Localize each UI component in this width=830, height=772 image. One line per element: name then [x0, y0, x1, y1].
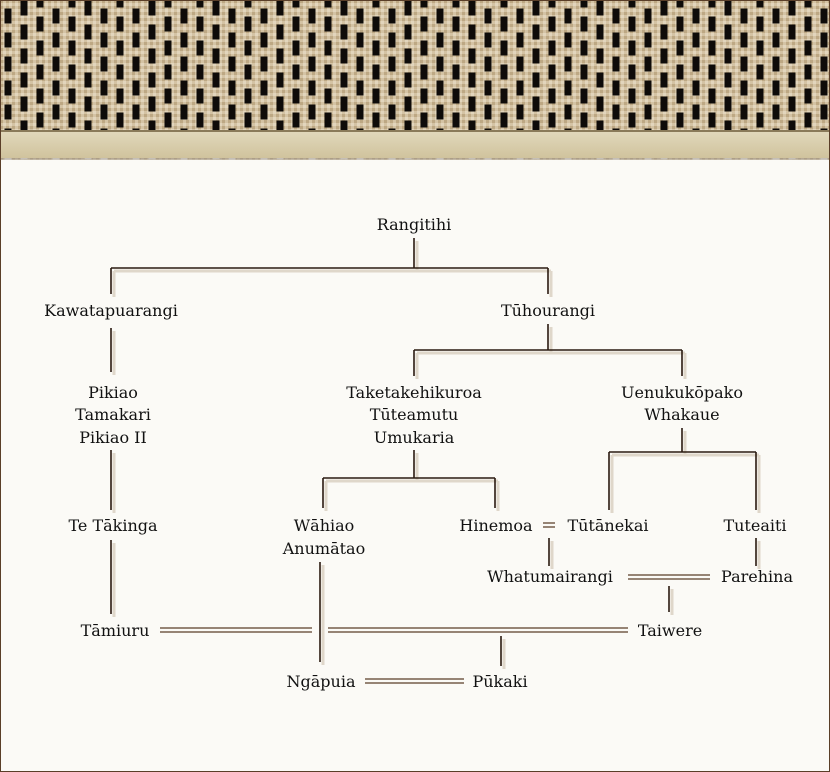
svg-text:Tuteaiti: Tuteaiti [723, 516, 786, 535]
svg-text:Te Tākinga: Te Tākinga [68, 516, 158, 535]
name-rangitihi: Rangitihi [377, 215, 452, 234]
tukutuku-stripe [0, 31, 830, 105]
node-uenukukopako: Uenukukōpako Whakaue [621, 383, 743, 424]
decorative-header-band [0, 0, 830, 160]
tukutuku-stripe [0, 55, 830, 129]
line-uenukukopako-children [608, 428, 757, 510]
svg-text:Ngāpuia: Ngāpuia [287, 672, 356, 691]
node-whatumairangi: Whatumairangi [487, 567, 613, 586]
name-pukaki: Pūkaki [472, 672, 527, 691]
node-hinemoa: Hinemoa [459, 516, 533, 535]
name-pikiao-ii: Pikiao II [79, 428, 147, 447]
name-anumatao: Anumātao [282, 539, 365, 558]
svg-text:Parehina: Parehina [721, 567, 793, 586]
svg-text:Whatumairangi: Whatumairangi [487, 567, 613, 586]
marriage-tamiuru-taiwere-left [160, 627, 312, 633]
name-kawatapuarangi: Kawatapuarangi [44, 301, 178, 320]
line-rangitihi-children [110, 238, 549, 294]
marriage-hinemoa-tutanekai [543, 522, 555, 528]
name-tamiuru: Tāmiuru [81, 621, 150, 640]
svg-text:Kawatapuarangi: Kawatapuarangi [44, 301, 178, 320]
svg-text:Taketakehikuroa: Taketakehikuroa [346, 383, 482, 402]
tukutuku-stripe [43, 0, 830, 9]
svg-text:Whakaue: Whakaue [644, 405, 719, 424]
svg-text:Tūteamutu: Tūteamutu [370, 405, 459, 424]
name-whakaue: Whakaue [644, 405, 719, 424]
name-whatumairangi: Whatumairangi [487, 567, 613, 586]
name-taketakehikuroa: Taketakehikuroa [346, 383, 482, 402]
svg-text:Taiwere: Taiwere [638, 621, 702, 640]
name-te-takinga: Te Tākinga [68, 516, 158, 535]
name-uenukukopako: Uenukukōpako [621, 383, 743, 402]
svg-text:Rangitihi: Rangitihi [377, 215, 452, 234]
node-pukaki: Pūkaki [472, 672, 527, 691]
tukutuku-stripe [0, 7, 830, 81]
node-kawatapuarangi: Kawatapuarangi [44, 301, 178, 320]
node-rangitihi: Rangitihi [377, 215, 452, 234]
name-tuhourangi: Tūhourangi [501, 301, 595, 320]
name-taiwere: Taiwere [638, 621, 702, 640]
name-tuteamutu: Tūteamutu [370, 405, 459, 424]
svg-text:Hinemoa: Hinemoa [459, 516, 533, 535]
name-tutanekai: Tūtānekai [567, 516, 648, 535]
node-wahiao: Wāhiao Anumātao [282, 516, 365, 558]
node-tuhourangi: Tūhourangi [501, 301, 595, 320]
name-parehina: Parehina [721, 567, 793, 586]
svg-text:Tāmiuru: Tāmiuru [81, 621, 150, 640]
name-pikiao: Pikiao [88, 383, 138, 402]
marriage-whatumairangi-parehina [628, 574, 710, 580]
node-taiwere: Taiwere [638, 621, 702, 640]
tree-connectors [110, 238, 761, 684]
line-tuhourangi-children [413, 324, 683, 376]
svg-text:Anumātao: Anumātao [282, 539, 365, 558]
node-parehina: Parehina [721, 567, 793, 586]
tukutuku-stripe [11, 0, 830, 33]
svg-text:Pikiao II: Pikiao II [79, 428, 147, 447]
svg-text:Wāhiao: Wāhiao [294, 516, 355, 535]
svg-text:Umukaria: Umukaria [374, 428, 455, 447]
node-taketakehikuroa: Taketakehikuroa Tūteamutu Umukaria [346, 383, 482, 447]
node-tutanekai: Tūtānekai [567, 516, 648, 535]
svg-text:Pikiao: Pikiao [88, 383, 138, 402]
marriage-ngapuia-pukaki [365, 678, 464, 684]
svg-text:Uenukukōpako: Uenukukōpako [621, 383, 743, 402]
node-tuteaiti: Tuteaiti [723, 516, 786, 535]
name-tamakari: Tamakari [75, 405, 151, 424]
marriage-tamiuru-taiwere-right [328, 627, 628, 633]
node-te-takinga: Te Tākinga [68, 516, 158, 535]
node-tamiuru: Tāmiuru [81, 621, 150, 640]
svg-text:Tūhourangi: Tūhourangi [501, 301, 595, 320]
svg-text:Tamakari: Tamakari [75, 405, 151, 424]
tukutuku-stripe [0, 0, 830, 57]
svg-text:Tūtānekai: Tūtānekai [567, 516, 648, 535]
name-tuteaiti: Tuteaiti [723, 516, 786, 535]
node-ngapuia: Ngāpuia [287, 672, 356, 691]
line-taketakehikuroa-children [322, 450, 496, 508]
name-umukaria: Umukaria [374, 428, 455, 447]
name-wahiao: Wāhiao [294, 516, 355, 535]
node-pikiao: Pikiao Tamakari Pikiao II [75, 383, 151, 447]
svg-text:Pūkaki: Pūkaki [472, 672, 527, 691]
name-ngapuia: Ngāpuia [287, 672, 356, 691]
name-hinemoa: Hinemoa [459, 516, 533, 535]
